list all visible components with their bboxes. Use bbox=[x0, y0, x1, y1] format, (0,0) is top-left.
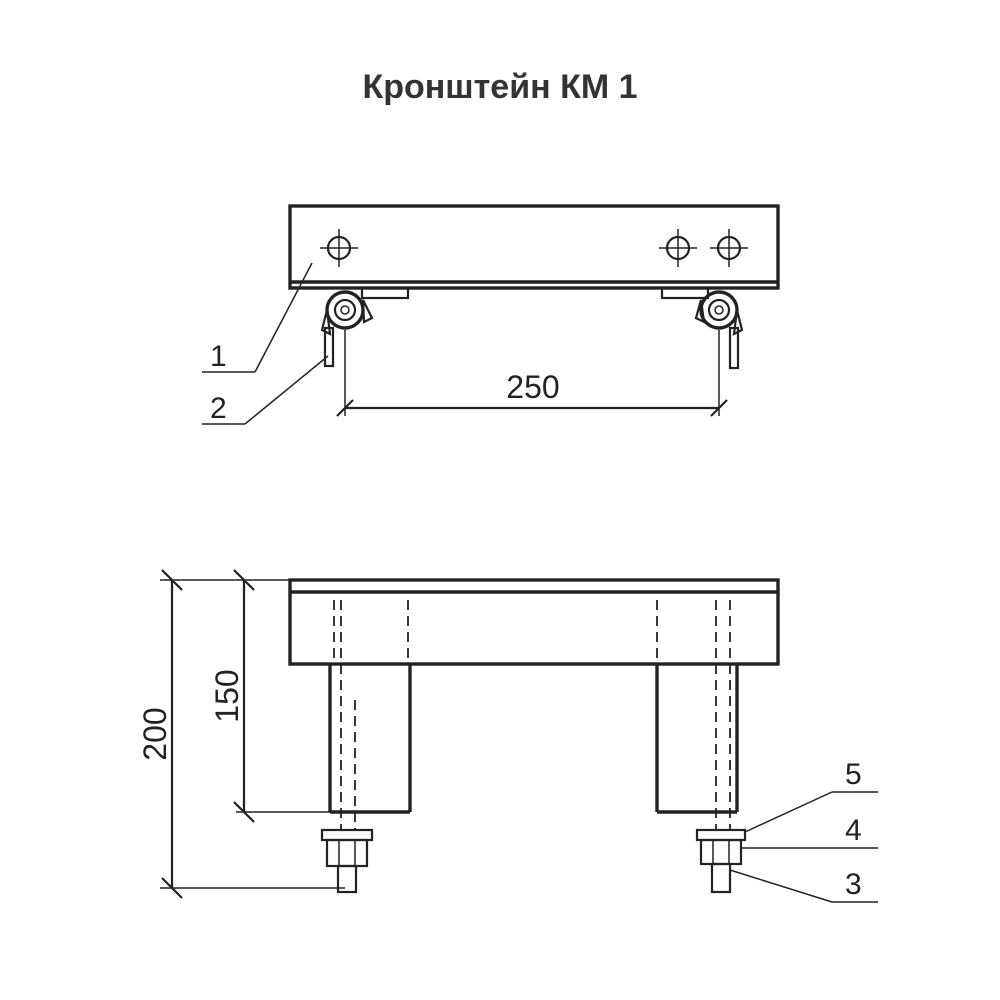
bolt-right bbox=[694, 290, 744, 370]
svg-text:2: 2 bbox=[210, 392, 227, 425]
plate-right bbox=[660, 286, 710, 300]
svg-text:3: 3 bbox=[845, 868, 862, 901]
dimension-200-label: 200 bbox=[137, 707, 173, 760]
hidden-lines bbox=[333, 600, 731, 830]
callout-4: 4 bbox=[741, 814, 878, 849]
mounting-hole-left bbox=[320, 229, 358, 267]
dimension-250-label: 250 bbox=[506, 369, 559, 405]
mounting-hole-right-a bbox=[659, 229, 697, 267]
dimension-150: 150 bbox=[209, 569, 330, 823]
dimension-250: 250 bbox=[336, 330, 728, 417]
fastener-left bbox=[320, 828, 374, 894]
callout-3: 3 bbox=[729, 868, 878, 903]
top-view: 250 1 2 bbox=[202, 204, 780, 425]
callout-5: 5 bbox=[744, 758, 878, 833]
diagram-title: Кронштейн КМ 1 bbox=[362, 68, 638, 106]
dimension-150-label: 150 bbox=[209, 669, 245, 722]
mounting-hole-right-b bbox=[710, 229, 748, 267]
bolt-left bbox=[320, 290, 374, 368]
leg-left bbox=[328, 664, 412, 814]
svg-text:4: 4 bbox=[845, 814, 862, 847]
front-view: 200 150 5 4 3 bbox=[137, 569, 878, 903]
callout-1: 1 bbox=[202, 262, 313, 373]
svg-text:5: 5 bbox=[845, 758, 862, 791]
callout-2: 2 bbox=[202, 355, 329, 425]
front-view-beam bbox=[288, 578, 780, 666]
svg-text:1: 1 bbox=[210, 340, 227, 373]
top-view-bar bbox=[288, 204, 780, 290]
leg-right bbox=[655, 664, 739, 814]
dimension-200: 200 bbox=[137, 569, 345, 899]
fastener-right bbox=[695, 828, 747, 894]
plate-left bbox=[360, 286, 410, 300]
